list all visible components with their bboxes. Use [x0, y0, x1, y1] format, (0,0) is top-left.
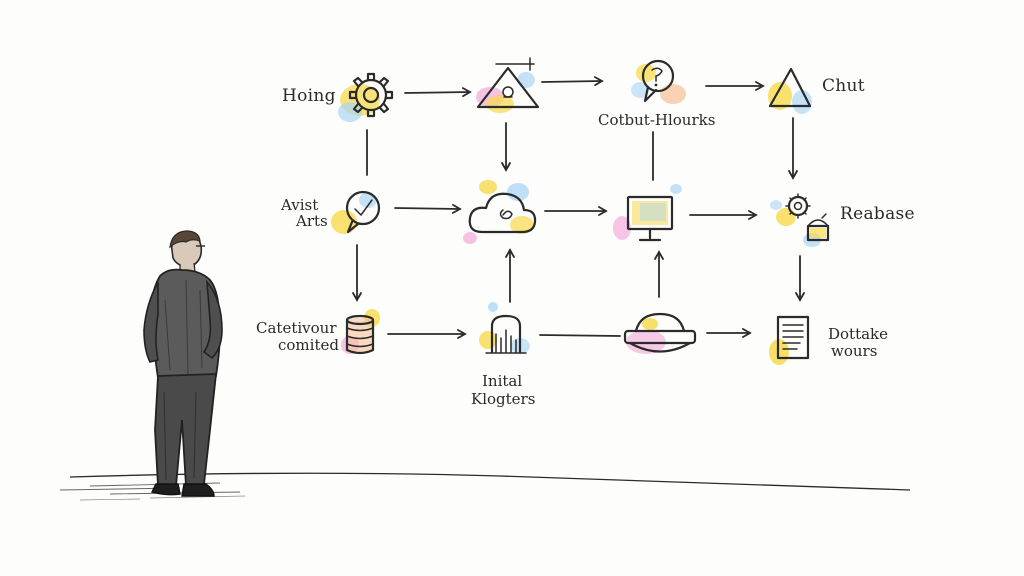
node-initial: Inital Klogters	[471, 302, 535, 408]
shoe-right	[181, 483, 215, 497]
peach-wash	[660, 84, 686, 104]
label-cotbut: Cotbut-Hlourks	[598, 111, 715, 129]
node-tray	[623, 312, 697, 354]
check-chat-icon	[345, 190, 381, 234]
node-triangle-top	[476, 57, 540, 113]
arm-left	[143, 281, 159, 363]
triangle-warning-icon	[476, 57, 540, 109]
node-cotbut: Cotbut-Hlourks	[598, 59, 715, 129]
line-initial-to-tray	[539, 334, 621, 337]
node-catetivour: Catetivour comited	[256, 309, 380, 355]
gear-box-icon	[785, 193, 830, 242]
label-dottake-line1: Dottake	[828, 325, 888, 343]
gear-icon	[348, 72, 394, 118]
arrow-triangle-to-chat	[541, 76, 604, 87]
node-monitor	[613, 184, 682, 242]
ground-line	[69, 472, 911, 491]
box-wash	[810, 228, 826, 238]
label-initial-line2: Klogters	[471, 390, 535, 408]
label-chut: Chut	[822, 76, 865, 96]
node-cloud	[463, 180, 537, 244]
node-dottake: Dottake wours	[769, 315, 888, 365]
blue-wash	[488, 302, 498, 312]
cloud-icon	[468, 192, 537, 234]
yellow-wash	[768, 82, 792, 110]
blue-wash	[631, 82, 649, 98]
node-reabase: Reabase	[770, 193, 915, 247]
yellow-wash	[642, 318, 658, 330]
yellow-wash	[776, 208, 796, 226]
yellow-wash	[636, 64, 656, 82]
chart-jar-icon	[485, 314, 527, 354]
yellow-wash	[486, 95, 514, 113]
document-icon	[776, 315, 810, 360]
label-initial-line1: Inital	[482, 372, 522, 390]
triangle-icon	[768, 67, 812, 108]
trousers	[154, 373, 218, 487]
screen-wash	[632, 201, 668, 225]
blue-wash	[670, 184, 682, 194]
blue-wash	[517, 72, 535, 88]
ground-hatch	[79, 495, 246, 501]
label-reabase: Reabase	[840, 204, 915, 224]
label-avist-line2: Arts	[295, 212, 328, 230]
pink-wash	[463, 232, 477, 244]
label-hoing: Hoing	[282, 86, 336, 106]
trouser-hatch	[163, 391, 197, 481]
jacket-hatch	[164, 279, 203, 376]
yellow-wash	[479, 180, 497, 194]
chat-bubble-icon	[641, 59, 675, 103]
pink-wash	[613, 216, 631, 240]
screen-wash	[640, 203, 666, 221]
node-chut: Chut	[768, 67, 865, 114]
arm-right	[202, 279, 223, 360]
shoe-left	[150, 483, 181, 496]
blue-wash	[792, 90, 812, 114]
node-hoing: Hoing	[282, 72, 394, 122]
arrow-hoing-to-triangle	[404, 87, 472, 98]
blue-wash	[507, 183, 529, 201]
label-dottake-line2: wours	[831, 342, 877, 360]
node-avist: Avist Arts	[280, 190, 381, 234]
label-avist-line1: Avist	[280, 196, 318, 214]
yellow-wash	[479, 331, 497, 349]
label-catetivour-line1: Catetivour	[256, 319, 337, 337]
hair	[169, 230, 201, 249]
blue-wash	[770, 200, 782, 210]
arrow-avist-to-cloud	[394, 203, 462, 214]
monitor-icon	[626, 195, 674, 242]
businessman-figure	[143, 230, 223, 497]
tray-icon	[623, 312, 697, 353]
database-icon	[345, 314, 375, 355]
label-catetivour-line2: comited	[278, 336, 339, 354]
yellow-wash	[510, 216, 534, 234]
